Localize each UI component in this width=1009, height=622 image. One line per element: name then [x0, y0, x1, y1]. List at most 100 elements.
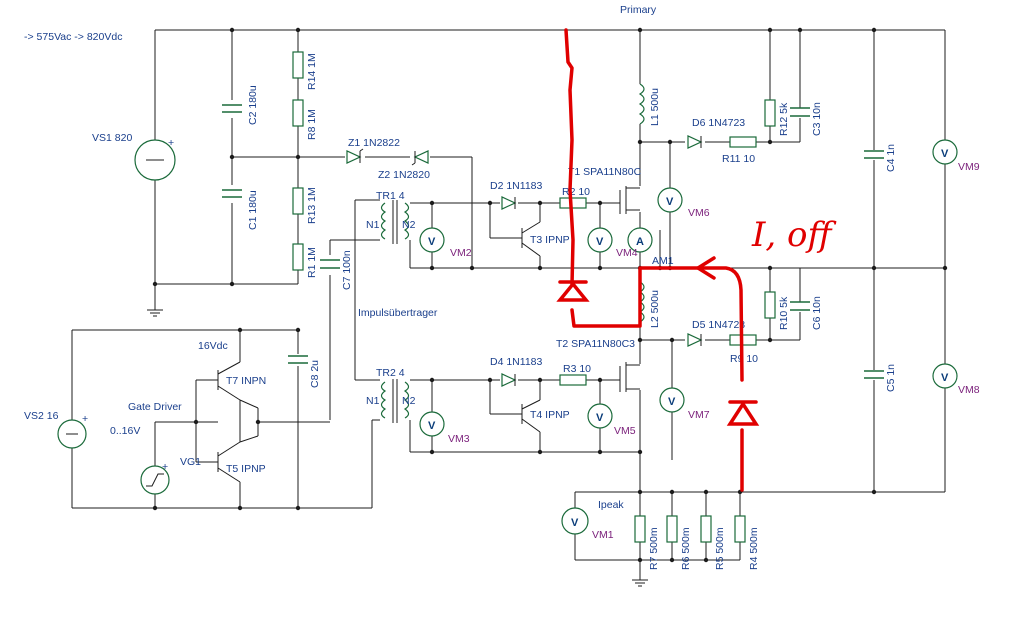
inductor-l1	[638, 83, 645, 125]
label-r1: R1 1M	[306, 247, 318, 278]
label-tr1-n2: N2	[402, 219, 416, 231]
labels: Primary -> 575Vac -> 820Vdc VS1 820 VS2 …	[24, 4, 980, 541]
label-d6: D6 1N4723	[692, 117, 745, 129]
rotated-labels: C2 180u C1 180u R14 1M R8 1M R13 1M R1 1…	[247, 53, 897, 570]
label-vm8: VM8	[958, 384, 980, 396]
label-t5: T5 IPNP	[226, 463, 266, 475]
vm9-glyph: V	[941, 148, 949, 160]
label-t3: T3 IPNP	[530, 234, 570, 246]
vm4-glyph: V	[596, 236, 604, 248]
label-vm9: VM9	[958, 161, 980, 173]
label-tr1-n1: N1	[366, 219, 380, 231]
label-spec: -> 575Vac -> 820Vdc	[24, 31, 122, 43]
capacitor-c5	[864, 370, 884, 379]
label-z2: Z2 1N2820	[378, 169, 430, 181]
svg-text:+: +	[82, 413, 88, 425]
transformer-tr2	[380, 379, 410, 423]
label-tr2-n1: N1	[366, 395, 380, 407]
label-vg1: VG1	[180, 456, 201, 468]
annotation-text: I, off	[751, 215, 837, 255]
capacitor-c1	[222, 189, 242, 198]
vm3-glyph: V	[428, 420, 436, 432]
label-am1: AM1	[652, 255, 674, 267]
label-z1: Z1 1N2822	[348, 137, 400, 149]
red-annotation: I, off	[556, 28, 837, 492]
voltage-source-vs1: +	[134, 137, 176, 181]
vm1-glyph: V	[571, 517, 579, 529]
label-vs2: VS2 16	[24, 410, 59, 422]
bjt-t7	[217, 361, 241, 401]
junctions	[152, 27, 948, 563]
label-l1: L1 500u	[649, 88, 661, 126]
label-vm3: VM3	[448, 433, 470, 445]
vm7-glyph: V	[668, 396, 676, 408]
voltage-source-vs2: +	[57, 413, 88, 449]
vm8-glyph: V	[941, 372, 949, 384]
label-vm7: VM7	[688, 409, 710, 421]
capacitor-c7	[320, 259, 340, 269]
bjt-t5	[217, 441, 241, 483]
label-range: 0..16V	[110, 425, 140, 437]
label-r12: R12 5k	[778, 102, 790, 136]
label-c7: C7 100n	[341, 250, 353, 290]
mosfet-t2	[619, 362, 640, 392]
label-tr2: TR2 4	[376, 367, 405, 379]
label-primary: Primary	[620, 4, 657, 16]
label-t2: T2 SPA11N80C3	[556, 338, 635, 350]
bjt-t3	[521, 221, 541, 257]
label-vs1: VS1 820	[92, 132, 132, 144]
transformer-tr1	[380, 200, 410, 244]
diodes	[346, 135, 703, 387]
capacitor-c6	[790, 301, 810, 311]
label-t1: T1 SPA11N80C	[568, 166, 642, 178]
label-16vdc: 16Vdc	[198, 340, 228, 352]
label-r9: R9 10	[730, 353, 758, 365]
label-vm2: VM2	[450, 247, 472, 259]
label-c2: C2 180u	[247, 85, 259, 125]
label-r8: R8 1M	[306, 109, 318, 140]
label-c1: C1 180u	[247, 190, 259, 230]
label-d4: D4 1N1183	[490, 356, 543, 368]
capacitor-c3	[790, 107, 810, 117]
label-ipeak: Ipeak	[598, 499, 624, 511]
label-r3: R3 10	[563, 363, 591, 375]
label-tr2-n2: N2	[402, 395, 416, 407]
label-r13: R13 1M	[306, 187, 318, 224]
label-c5: C5 1n	[885, 364, 897, 392]
capacitor-c8	[288, 355, 308, 364]
vm5-glyph: V	[596, 412, 604, 424]
vm2-glyph: V	[428, 236, 436, 248]
label-r11: R11 10	[722, 153, 755, 165]
label-tr1: TR1 4	[376, 190, 405, 202]
am1-glyph: A	[636, 236, 644, 248]
signal-generator-vg1: +	[140, 461, 170, 495]
label-r7: R7 500m	[648, 527, 660, 570]
label-r4: R4 500m	[748, 527, 760, 570]
label-t4: T4 IPNP	[530, 409, 570, 421]
label-impuls: Impulsübertrager	[358, 307, 438, 319]
label-vm1: VM1	[592, 529, 614, 541]
label-c4: C4 1n	[885, 144, 897, 172]
ground-symbol	[147, 309, 163, 317]
ground-symbol-2	[632, 579, 648, 587]
capacitor-c4	[864, 150, 884, 159]
label-c6: C6 10n	[811, 296, 823, 330]
label-r14: R14 1M	[306, 53, 318, 90]
label-gate-driver: Gate Driver	[128, 401, 182, 413]
label-r10: R10 5k	[778, 296, 790, 330]
label-r2: R2 10	[562, 186, 590, 198]
svg-text:+: +	[168, 137, 174, 149]
meters	[419, 139, 958, 535]
bjt-t4	[521, 399, 541, 433]
mosfet-t1	[619, 186, 640, 214]
label-vm6: VM6	[688, 207, 710, 219]
label-vm5: VM5	[614, 425, 636, 437]
label-r5: R5 500m	[714, 527, 726, 570]
resistors	[292, 51, 776, 543]
meter-glyphs: V V A V V V V V V V	[428, 148, 949, 529]
label-vm4: VM4	[616, 247, 638, 259]
label-l2: L2 500u	[649, 290, 661, 328]
label-d2: D2 1N1183	[490, 180, 543, 192]
vm6-glyph: V	[666, 196, 674, 208]
